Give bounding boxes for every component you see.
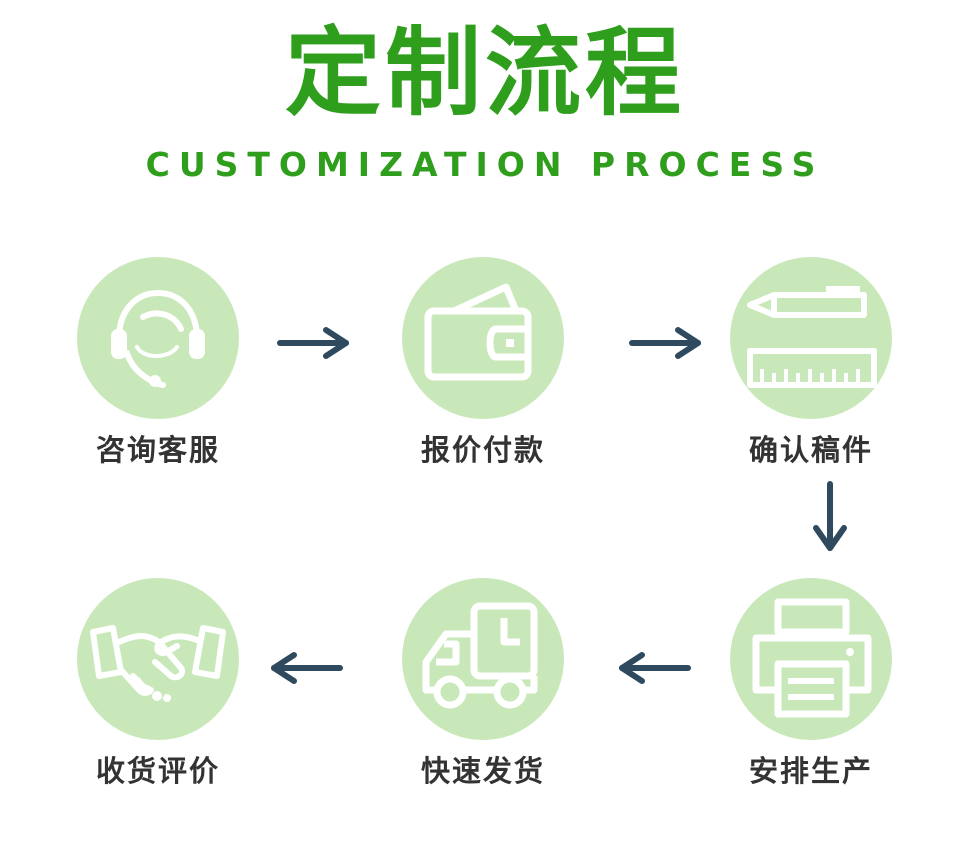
step-label: 确认稿件 [748, 433, 873, 467]
page-subtitle: CUSTOMIZATION PROCESS [145, 145, 825, 184]
customer-service-headset-icon [111, 289, 205, 388]
delivery-truck-icon [422, 602, 538, 709]
step-quote-payment: 报价付款 [398, 257, 568, 507]
page-title: 定制流程 [285, 17, 685, 129]
step-icon-circle [77, 578, 239, 740]
printer-icon [752, 598, 872, 718]
step-label: 收货评价 [95, 754, 220, 788]
wallet-icon [424, 283, 532, 381]
step-fast-delivery: 快速发货 [398, 578, 568, 828]
step-label: 报价付款 [420, 433, 545, 467]
step-icon-circle [730, 257, 892, 419]
handshake-icon [90, 625, 226, 702]
step-label: 快速发货 [420, 754, 545, 788]
step-icon-circle [402, 257, 564, 419]
down-arrow-icon [813, 481, 847, 551]
right-arrow-icon [277, 327, 349, 359]
step-label: 安排生产 [748, 754, 873, 788]
right-arrow-icon [629, 327, 701, 359]
step-icon-circle [402, 578, 564, 740]
step-label: 咨询客服 [95, 433, 220, 467]
step-icon-circle [730, 578, 892, 740]
left-arrow-icon [619, 652, 691, 684]
step-icon-circle [77, 257, 239, 419]
pen-and-ruler-icon [747, 286, 877, 388]
left-arrow-icon [271, 652, 343, 684]
step-confirm-draft: 确认稿件 [726, 257, 896, 507]
step-receive-review: 收货评价 [73, 578, 243, 828]
step-arrange-production: 安排生产 [726, 578, 896, 828]
step-consult-customer-service: 咨询客服 [73, 257, 243, 507]
